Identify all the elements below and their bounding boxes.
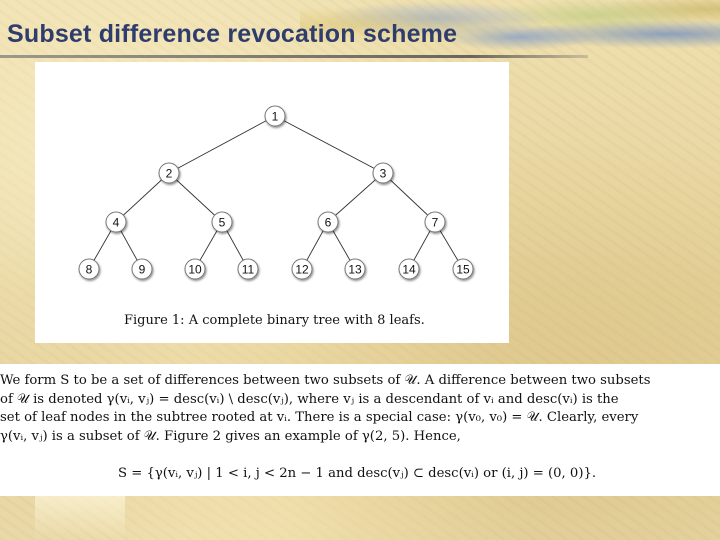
tree-node-circle <box>291 258 313 280</box>
tree-node: 4 <box>105 211 127 233</box>
parchment-highlight <box>35 496 125 540</box>
paragraph-line: set of leaf nodes in the subtree rooted … <box>0 410 639 425</box>
tree-edge <box>274 115 384 174</box>
text-excerpt-panel: We form S to be a set of differences bet… <box>0 364 720 496</box>
slide-title: Subset difference revocation scheme <box>7 20 458 48</box>
tree-edge <box>115 172 170 223</box>
tree-node-circle <box>264 105 286 127</box>
tree-node-label: 1 <box>272 110 279 124</box>
tree-node-label: 3 <box>380 167 387 181</box>
tree-node-label: 11 <box>242 263 255 277</box>
tree-node-label: 5 <box>219 216 226 230</box>
tree-edge <box>327 172 384 223</box>
tree-node-label: 6 <box>325 216 332 230</box>
paragraph-line: of 𝒰 is denoted γ(vᵢ, vⱼ) = desc(vᵢ) \ d… <box>0 391 619 407</box>
tree-node: 6 <box>317 211 339 233</box>
tree-node: 3 <box>372 162 394 184</box>
tree-node: 12 <box>291 258 313 280</box>
tree-node-label: 7 <box>432 216 439 230</box>
tree-node-label: 2 <box>166 167 173 181</box>
tree-node-circle <box>105 211 127 233</box>
tree-node-label: 10 <box>188 263 202 277</box>
tree-node: 15 <box>452 258 474 280</box>
tree-node-circle <box>424 211 446 233</box>
tree-node: 14 <box>398 258 420 280</box>
paragraph-line: We form S to be a set of differences bet… <box>0 373 651 388</box>
tree-node-label: 14 <box>402 263 416 277</box>
tree-node-circle <box>372 162 394 184</box>
paragraph-line: γ(vᵢ, vⱼ) is a subset of 𝒰. Figure 2 giv… <box>0 428 461 444</box>
tree-node: 13 <box>344 258 366 280</box>
tree-node-circle <box>398 258 420 280</box>
tree-node-circle <box>452 258 474 280</box>
tree-node-circle <box>237 258 259 280</box>
tree-node-label: 13 <box>348 263 362 277</box>
tree-node-label: 8 <box>86 263 93 277</box>
tree-edge <box>382 172 436 223</box>
tree-node-label: 12 <box>295 263 309 277</box>
title-underline <box>0 55 588 58</box>
tree-node-circle <box>131 258 153 280</box>
tree-node: 2 <box>158 162 180 184</box>
tree-node-circle <box>184 258 206 280</box>
definition-paragraph: We form S to be a set of differences bet… <box>0 372 714 446</box>
tree-node: 1 <box>264 105 286 127</box>
tree-node: 9 <box>131 258 153 280</box>
tree-node-circle <box>211 211 233 233</box>
tree-node: 7 <box>424 211 446 233</box>
tree-node: 11 <box>237 258 259 280</box>
tree-node: 8 <box>78 258 100 280</box>
tree-edge <box>168 172 223 223</box>
set-formula: S = {γ(vᵢ, vⱼ) | 1 < i, j < 2n − 1 and d… <box>118 466 597 481</box>
tree-node-label: 4 <box>113 216 120 230</box>
tree-edges <box>88 115 464 270</box>
tree-node: 10 <box>184 258 206 280</box>
tree-node-circle <box>317 211 339 233</box>
watercolor-flowers-decoration <box>300 0 720 62</box>
tree-node-circle <box>344 258 366 280</box>
figure-caption: Figure 1: A complete binary tree with 8 … <box>124 313 425 328</box>
tree-edge <box>168 115 276 174</box>
tree-node-label: 9 <box>139 263 146 277</box>
tree-node: 5 <box>211 211 233 233</box>
tree-node-circle <box>158 162 180 184</box>
tree-node-circle <box>78 258 100 280</box>
tree-node-label: 15 <box>456 263 470 277</box>
